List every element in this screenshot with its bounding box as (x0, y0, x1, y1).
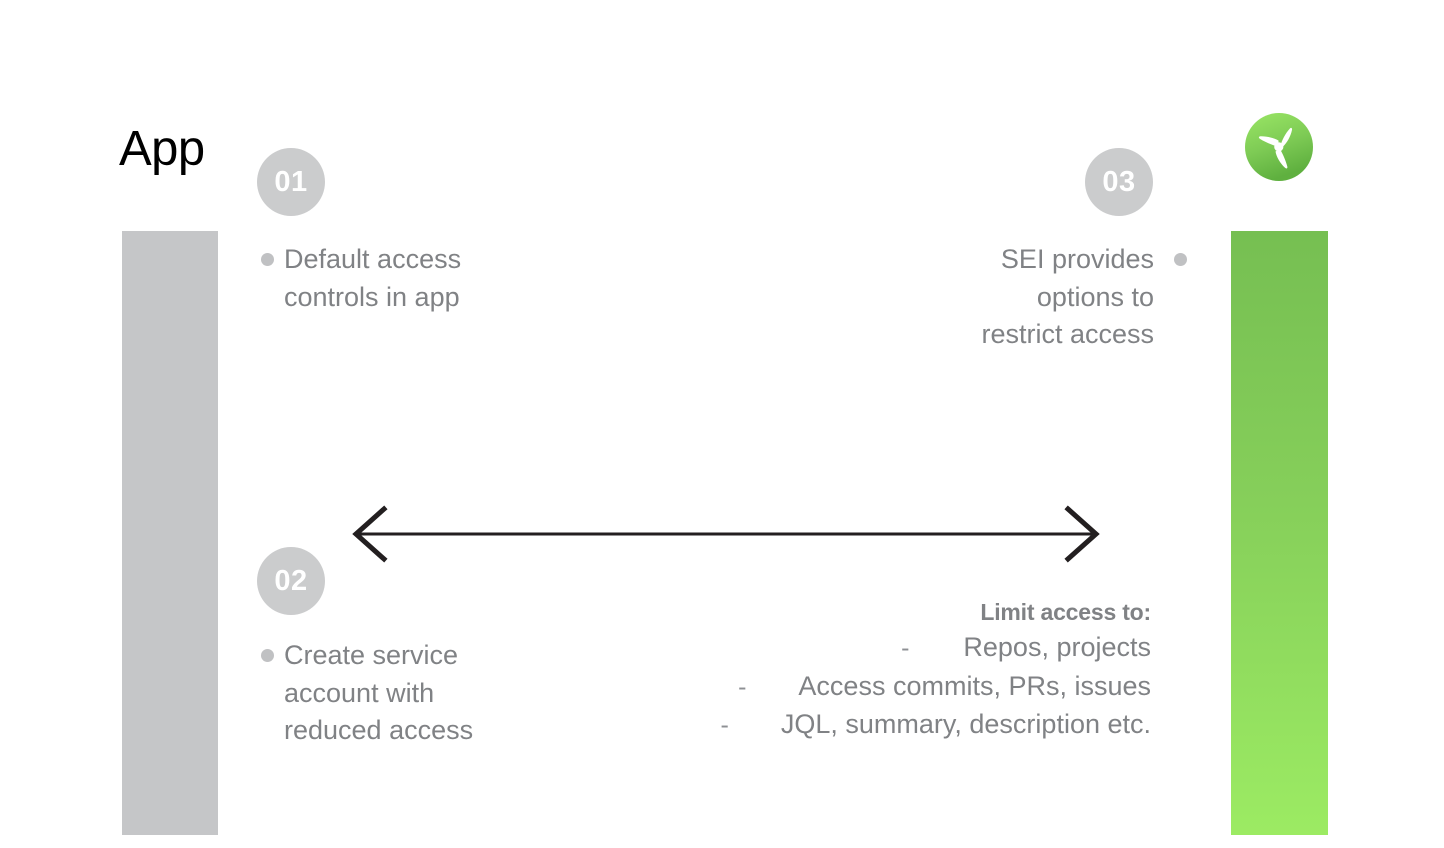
double-headed-arrow-icon (350, 503, 1102, 565)
propeller-logo-icon (1244, 112, 1314, 182)
dash-marker: - (738, 672, 747, 701)
page-title: App (119, 122, 205, 176)
step-badge-02: 02 (257, 547, 325, 615)
limit-access-group: Limit access to: - Repos, projects - Acc… (651, 595, 1152, 745)
limit-access-item: - Repos, projects (651, 629, 1151, 668)
limit-access-item: - JQL, summary, description etc. (651, 706, 1151, 745)
step-text-block-03: SEI provides options to restrict access (962, 241, 1187, 354)
dash-marker: - (901, 634, 910, 662)
limit-access-item: - Access commits, PRs, issues (651, 668, 1151, 707)
bullet-dot-icon (261, 253, 274, 266)
step-badge-03: 03 (1085, 148, 1153, 216)
step-text-01: Default access controls in app (284, 244, 462, 312)
limit-access-item-label: Repos, projects (963, 632, 1151, 662)
dash-marker: - (720, 711, 729, 739)
limit-access-item-label: Access commits, PRs, issues (798, 670, 1151, 701)
step-text-03: SEI provides options to restrict access (981, 244, 1154, 349)
app-bar-gray (122, 231, 218, 835)
sei-bar-green (1231, 231, 1328, 835)
step-text-block-01: Default access controls in app (261, 241, 499, 316)
step-badge-01: 01 (257, 148, 325, 216)
limit-access-item-label: JQL, summary, description etc. (780, 709, 1151, 739)
step-text-02: Create service account with reduced acce… (284, 640, 474, 745)
limit-access-heading: Limit access to: (980, 599, 1151, 625)
step-text-block-02: Create service account with reduced acce… (261, 637, 499, 750)
bullet-dot-icon (1174, 253, 1187, 266)
bullet-dot-icon (261, 649, 274, 662)
